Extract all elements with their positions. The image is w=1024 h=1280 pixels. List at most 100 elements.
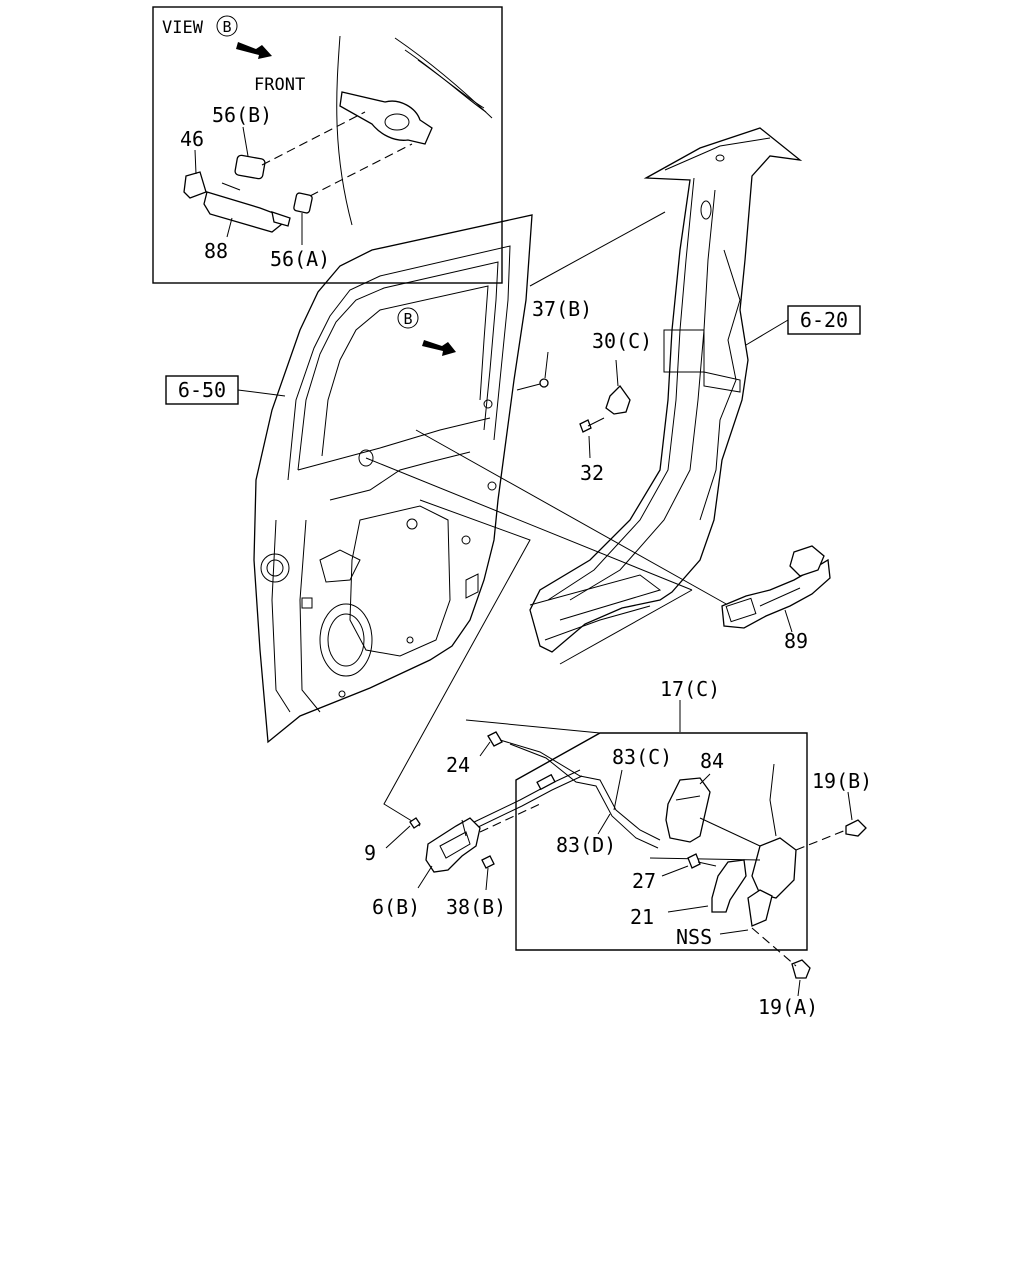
door-service-hole xyxy=(349,505,451,657)
callout-24: 24 xyxy=(446,753,470,777)
inner-handle-group: 9 38(B) 6(B) xyxy=(364,803,541,919)
inner-handle-region-link xyxy=(383,499,531,827)
leader-9 xyxy=(385,825,411,849)
bolt-19b xyxy=(845,819,867,837)
nut-37b xyxy=(539,378,549,388)
door-glass-inner xyxy=(321,285,489,457)
frame-extension xyxy=(465,719,601,734)
door-handle-link xyxy=(415,429,729,606)
door-hole-f xyxy=(338,690,346,698)
cable-83d xyxy=(469,769,581,825)
door-belt-line xyxy=(297,417,491,471)
handle-frame-slot xyxy=(725,597,757,623)
leader-19a xyxy=(797,979,801,997)
rear-door: B xyxy=(253,214,533,744)
leader-83d xyxy=(597,813,611,835)
leader-38b xyxy=(485,867,489,891)
lock-rod-link xyxy=(699,817,761,847)
pad-56b xyxy=(234,154,266,180)
door-arrow-icon xyxy=(422,340,456,356)
pillar-hole-2 xyxy=(715,154,725,162)
door-hole-d xyxy=(406,518,418,530)
inner-handle-recess xyxy=(439,831,471,859)
leader-27 xyxy=(661,865,689,877)
callout-21: 21 xyxy=(630,905,654,929)
leader-46-88 xyxy=(221,182,241,191)
handle-tab xyxy=(271,211,291,227)
inset-frame xyxy=(152,6,503,284)
leader-89 xyxy=(784,609,793,633)
door-lock-actuator xyxy=(751,837,797,899)
nss-plate xyxy=(747,889,773,927)
pillar-inner-edge xyxy=(547,177,695,601)
callout-32: 32 xyxy=(580,461,604,485)
callout-17c: 17(C) xyxy=(660,677,720,701)
front-arrow-icon xyxy=(236,42,272,59)
reference-6-50: 6-50 xyxy=(165,375,286,405)
handle-base-hole xyxy=(384,113,410,131)
door-latch-link xyxy=(365,457,693,591)
speaker-outer xyxy=(319,603,373,677)
callout-37b: 37(B) xyxy=(532,297,592,321)
door-inner-left-2 xyxy=(299,519,321,713)
handle-frame-top xyxy=(789,545,825,577)
ref-box-6-50 xyxy=(165,375,239,405)
pillar-flange xyxy=(703,371,741,393)
guide-line-56a xyxy=(309,143,413,197)
inset-view-b: VIEW B FRONT 46 56(B) 88 56(A) xyxy=(152,6,503,284)
leader-84 xyxy=(699,773,711,785)
callout-56a: 56(A) xyxy=(270,247,330,271)
callout-nss: NSS xyxy=(676,925,712,949)
nut-37b-line xyxy=(516,383,541,391)
bolt-32-shank xyxy=(587,417,605,427)
lock-rod xyxy=(769,763,777,837)
inset-view-marker-circle xyxy=(216,15,238,37)
bracket-84 xyxy=(665,777,711,843)
door-hole-left xyxy=(260,553,290,583)
pillar-sill-link xyxy=(559,589,693,665)
inset-body-curve xyxy=(336,35,353,226)
door-hole-c xyxy=(461,535,471,545)
lever-21 xyxy=(711,859,747,913)
leader-30c xyxy=(615,359,619,387)
handle-assembly-89: 89 xyxy=(721,545,831,653)
leader-88 xyxy=(226,217,233,238)
bolt-19b-axis xyxy=(795,829,847,851)
lock-assembly-frame xyxy=(515,732,808,951)
door-outer xyxy=(253,214,533,744)
leader-32 xyxy=(588,435,591,459)
pillar-top-edge xyxy=(664,137,771,171)
inset-front-label: FRONT xyxy=(254,75,305,95)
leader-24 xyxy=(479,741,491,757)
bolt-27-head xyxy=(687,853,701,869)
door-hole-b xyxy=(487,481,497,491)
striker-group: 37(B) 30(C) 32 xyxy=(516,297,652,485)
cable-83d-b xyxy=(471,775,583,831)
clip-24 xyxy=(487,731,503,747)
door-view-marker: B xyxy=(403,310,412,328)
leader-6b xyxy=(417,865,433,889)
callout-19a: 19(A) xyxy=(758,995,818,1019)
pillar-wave xyxy=(699,249,741,521)
callout-30c: 30(C) xyxy=(592,329,652,353)
leader-83c xyxy=(613,769,623,811)
speaker-inner xyxy=(327,613,365,667)
leader-56b xyxy=(242,126,249,157)
door-hole-a xyxy=(483,399,493,409)
door-slot xyxy=(465,573,479,599)
ref-6-20: 6-20 xyxy=(800,308,848,332)
callout-88: 88 xyxy=(204,239,228,263)
inner-handle-6b xyxy=(425,817,481,873)
door-hole-left-inner xyxy=(266,559,284,577)
door-view-marker-circle xyxy=(397,307,419,329)
door-hole-e xyxy=(406,636,414,644)
leader-21 xyxy=(667,905,709,913)
reference-6-20: 6-20 xyxy=(745,305,861,346)
cable-83c xyxy=(499,739,661,841)
pad-56a xyxy=(293,192,313,214)
ref-6-20-leader xyxy=(745,319,789,346)
door-square-hole xyxy=(301,597,313,609)
bolt-19a-axis xyxy=(751,927,797,967)
handle-frame-rib xyxy=(759,587,801,607)
